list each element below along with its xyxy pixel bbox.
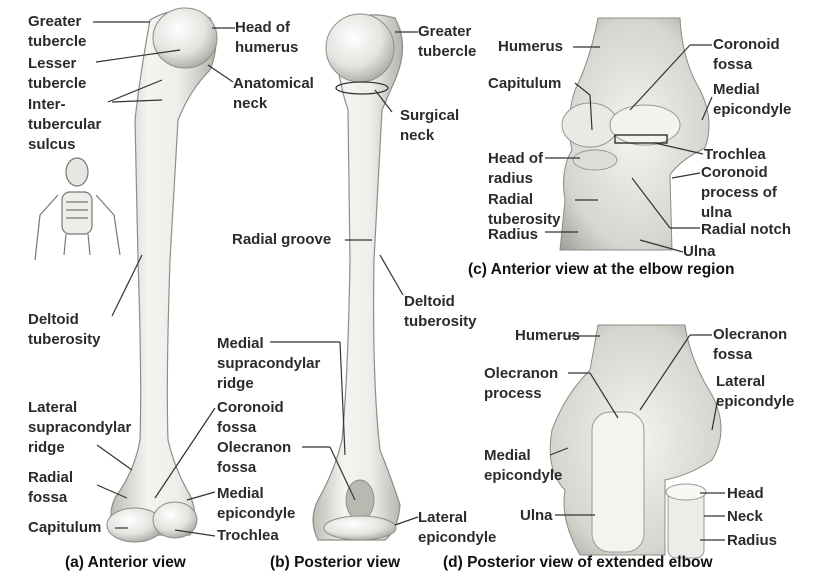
label-c-humerus: Humerus xyxy=(498,38,564,55)
label-a-head-of-humerus: Head of humerus xyxy=(235,19,299,56)
label-d-ulna: Ulna xyxy=(520,507,553,524)
label-d-humerus: Humerus xyxy=(515,327,581,344)
caption-d: (d) Posterior view of extended elbow xyxy=(443,554,713,571)
label-d-radius: Radius xyxy=(727,532,778,549)
label-a-lateral-supracondylar-ridge: Lateral supracondylar ridge xyxy=(28,399,132,456)
label-d-neck: Neck xyxy=(727,508,763,525)
label-c-medial-epicondyle: Medial epicondyle xyxy=(713,81,792,118)
caption-a: (a) Anterior view xyxy=(65,554,186,571)
label-a-capitulum: Capitulum xyxy=(28,519,102,536)
skeleton-thumbnail xyxy=(34,157,121,261)
label-b-olecranon-fossa: Olecranon fossa xyxy=(217,439,292,476)
label-a-radial-fossa: Radial fossa xyxy=(28,469,74,506)
label-c-radius: Radius xyxy=(488,226,539,243)
label-c-radial-notch: Radial notch xyxy=(701,221,792,238)
label-a-trochlea: Trochlea xyxy=(217,527,279,544)
label-d-olecranon-process: Olecranon process xyxy=(484,365,559,402)
label-b-surgical-neck: Surgical neck xyxy=(400,107,460,144)
label-c-capitulum: Capitulum xyxy=(488,75,562,92)
humerus-posterior xyxy=(312,13,404,541)
caption-b: (b) Posterior view xyxy=(270,554,401,571)
label-a-anatomical-neck: Anatomical neck xyxy=(233,75,314,112)
label-a-lesser-tubercle: Lesser tubercle xyxy=(28,55,87,92)
label-c-radial-tuberosity: Radial tuberosity xyxy=(488,191,561,228)
label-c-ulna: Ulna xyxy=(683,243,716,260)
label-d-medial-epicondyle: Medial epicondyle xyxy=(484,447,563,484)
label-b-radial-groove: Radial groove xyxy=(232,231,332,248)
caption-c: (c) Anterior view at the elbow region xyxy=(468,261,735,278)
photo-posterior-elbow xyxy=(549,324,722,559)
label-c-head-of-radius: Head of radius xyxy=(488,150,544,187)
label-c-coronoid-fossa: Coronoid fossa xyxy=(713,36,780,73)
label-a-greater-tubercle: Greater tubercle xyxy=(28,13,87,50)
label-b-lateral-epicondyle: Lateral epicondyle xyxy=(418,509,497,546)
label-b-deltoid-tuberosity: Deltoid tuberosity xyxy=(404,293,477,330)
label-a-medial-epicondyle: Medial epicondyle xyxy=(217,485,296,522)
label-a-intertubercular-sulcus: Inter- tubercular sulcus xyxy=(28,96,102,153)
label-a-deltoid-tuberosity: Deltoid tuberosity xyxy=(28,311,101,348)
humerus-anterior xyxy=(106,7,218,543)
label-d-lateral-epicondyle: Lateral epicondyle xyxy=(716,373,795,410)
label-d-head: Head xyxy=(727,485,764,502)
label-b-greater-tubercle: Greater tubercle xyxy=(418,23,477,60)
label-d-olecranon-fossa: Olecranon fossa xyxy=(713,326,788,363)
label-c-trochlea: Trochlea xyxy=(704,146,766,163)
label-b-medial-supracondylar-ridge: Medial supracondylar ridge xyxy=(217,335,321,392)
label-a-coronoid-fossa: Coronoid fossa xyxy=(217,399,284,436)
leader-lines xyxy=(93,21,725,541)
label-c-coronoid-process: Coronoid process of ulna xyxy=(701,164,777,221)
photo-anterior-elbow xyxy=(559,17,710,251)
